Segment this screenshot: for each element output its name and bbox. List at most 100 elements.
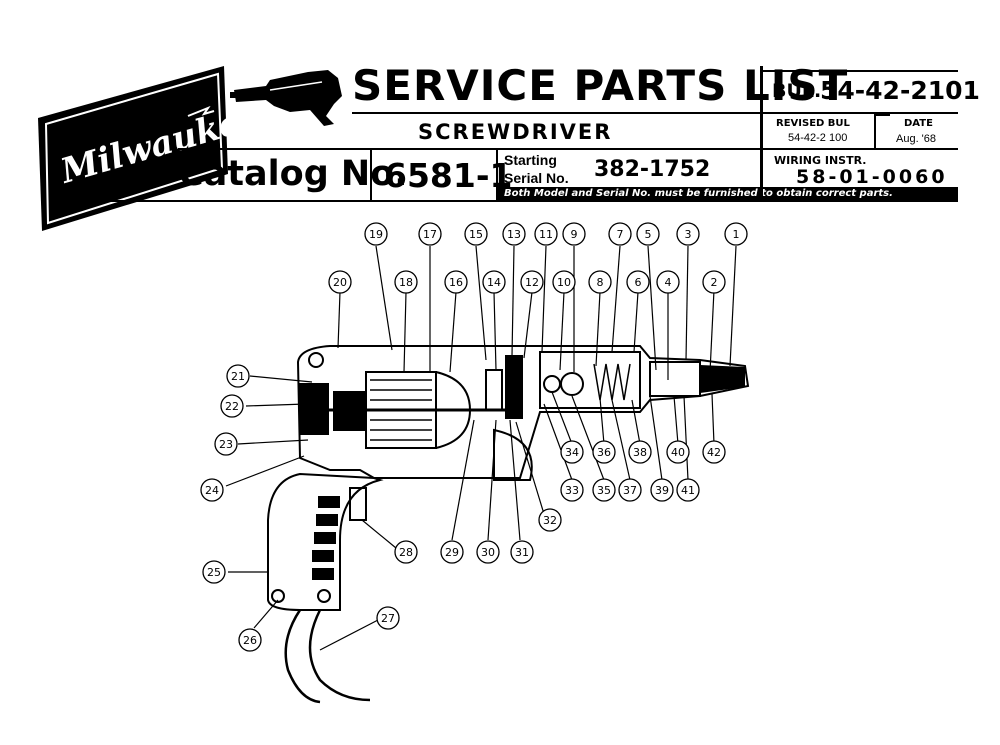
callout-number-30: 30	[481, 546, 495, 559]
callout-circle	[226, 364, 250, 388]
callout-circle	[534, 222, 558, 246]
callout-number-4: 4	[665, 276, 672, 289]
tool-name: SCREWDRIVER	[418, 120, 613, 144]
callout-circle	[520, 270, 544, 294]
callout-circle	[676, 478, 700, 502]
callout-circle	[656, 270, 680, 294]
callout-number-24: 24	[205, 484, 219, 497]
callout-circle	[238, 628, 262, 652]
callout-circle	[538, 508, 562, 532]
callout-circle	[552, 270, 576, 294]
callout-number-5: 5	[645, 228, 652, 241]
divider	[874, 114, 876, 148]
callout-circle	[650, 478, 674, 502]
callout-number-38: 38	[633, 446, 647, 459]
callout-number-7: 7	[617, 228, 624, 241]
callout-number-33: 33	[565, 484, 579, 497]
notice-bar: Both Model and Serial No. must be furnis…	[498, 187, 958, 200]
callout-number-34: 34	[565, 446, 579, 459]
divider	[763, 70, 958, 72]
divider	[352, 112, 760, 114]
callout-number-28: 28	[399, 546, 413, 559]
callout-circle	[666, 440, 690, 464]
callout-circle	[220, 394, 244, 418]
revised-bulletin-number: 54-42-2 100	[788, 132, 848, 144]
callout-number-6: 6	[635, 276, 642, 289]
divider	[108, 200, 958, 202]
callout-circle	[628, 440, 652, 464]
serial-label: Serial No.	[504, 170, 569, 186]
callout-circle	[562, 222, 586, 246]
callout-circle	[618, 478, 642, 502]
bulletin-label: BUL.	[772, 80, 822, 102]
callout-circle	[464, 222, 488, 246]
callout-number-1: 1	[733, 228, 740, 241]
callout-circle	[418, 222, 442, 246]
callout-number-31: 31	[515, 546, 529, 559]
callout-circle	[636, 222, 660, 246]
callout-circle	[482, 270, 506, 294]
callout-number-29: 29	[445, 546, 459, 559]
callout-circle	[476, 540, 500, 564]
callout-circle	[510, 540, 534, 564]
callout-circle	[608, 222, 632, 246]
callout-number-13: 13	[507, 228, 521, 241]
callout-number-15: 15	[469, 228, 483, 241]
callout-circle	[394, 270, 418, 294]
part-callouts: 1234567891011121314151617181920212223242…	[200, 222, 748, 652]
drill-silhouette-icon	[230, 70, 342, 126]
callout-number-36: 36	[597, 446, 611, 459]
callout-number-2: 2	[711, 276, 718, 289]
divider	[760, 66, 763, 202]
catalog-label: Catalog No.	[178, 154, 408, 194]
callout-circle	[394, 540, 418, 564]
callout-number-42: 42	[707, 446, 721, 459]
callout-circle	[560, 478, 584, 502]
callout-circle	[676, 222, 700, 246]
callout-number-3: 3	[685, 228, 692, 241]
callout-number-23: 23	[219, 438, 233, 451]
callout-number-17: 17	[423, 228, 437, 241]
callout-circle	[560, 440, 584, 464]
divider	[178, 148, 958, 150]
date-label: DATE	[904, 118, 933, 129]
starting-label: Starting	[504, 152, 557, 168]
callout-number-8: 8	[597, 276, 604, 289]
callout-circle	[444, 270, 468, 294]
callout-circle	[200, 478, 224, 502]
callout-circle	[376, 606, 400, 630]
callout-circle	[502, 222, 526, 246]
callout-number-26: 26	[243, 634, 257, 647]
callout-number-27: 27	[381, 612, 395, 625]
callout-circle	[328, 270, 352, 294]
divider	[763, 112, 958, 114]
callout-number-39: 39	[655, 484, 669, 497]
callout-number-41: 41	[681, 484, 695, 497]
callout-number-25: 25	[207, 566, 221, 579]
serial-number: 382-1752	[594, 157, 711, 182]
catalog-number: 6581-1	[384, 156, 513, 195]
callout-number-18: 18	[399, 276, 413, 289]
page-title: SERVICE PARTS LIST	[352, 61, 849, 110]
bulletin-number: 54-42-2101	[820, 76, 980, 105]
callout-circle	[440, 540, 464, 564]
callout-circle	[702, 440, 726, 464]
wiring-instructions-label: WIRING INSTR.	[774, 154, 867, 167]
callout-circle	[592, 440, 616, 464]
date-value: Aug. '68	[896, 133, 937, 145]
milwaukee-logo: Milwaukee	[38, 66, 228, 231]
callout-number-32: 32	[543, 514, 557, 527]
callout-number-22: 22	[225, 400, 239, 413]
callout-number-14: 14	[487, 276, 501, 289]
callout-circle	[626, 270, 650, 294]
revised-bulletin-label: REVISED BUL	[776, 118, 850, 129]
wiring-instructions-number: 58-01-0060	[796, 166, 948, 188]
callout-number-21: 21	[231, 370, 245, 383]
callout-number-20: 20	[333, 276, 347, 289]
callout-circle	[592, 478, 616, 502]
divider	[370, 150, 372, 200]
callout-number-37: 37	[623, 484, 637, 497]
callout-number-35: 35	[597, 484, 611, 497]
callout-number-40: 40	[671, 446, 685, 459]
